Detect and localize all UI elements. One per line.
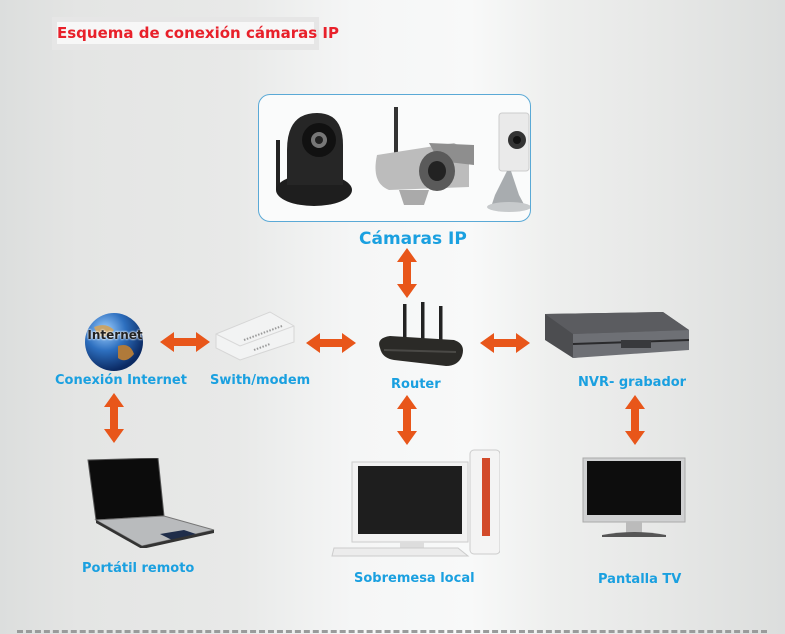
node-nvr (543, 310, 691, 366)
label-nvr: NVR- grabador (578, 375, 687, 390)
node-laptop (86, 457, 216, 552)
desktop-icon (331, 449, 501, 557)
arrow-router-nvr (480, 333, 530, 353)
globe-icon (85, 313, 143, 371)
label-internet: Conexión Internet (55, 373, 187, 388)
dome-camera-icon (276, 113, 352, 206)
ip-cameras-icon (276, 107, 531, 212)
arrow-switch-router (306, 333, 356, 353)
nvr-icon (545, 312, 690, 358)
laptop-icon (87, 457, 215, 549)
arrow-cameras-router (397, 248, 417, 298)
bottom-divider (17, 630, 767, 633)
label-router: Router (391, 377, 441, 392)
label-cameras: Cámaras IP (359, 229, 467, 249)
arrow-internet-laptop (104, 393, 124, 443)
cameras-frame (258, 94, 531, 222)
node-router (376, 300, 468, 374)
internet-badge: Internet (87, 328, 143, 342)
arrow-nvr-tv (625, 395, 645, 445)
arrow-internet-switch (160, 332, 210, 352)
node-tv (582, 457, 686, 541)
modem-icon (215, 311, 295, 361)
label-desktop: Sobremesa local (354, 571, 475, 586)
arrow-router-desktop (397, 395, 417, 445)
monitor-icon (582, 457, 686, 537)
node-switch (212, 306, 296, 366)
cube-camera-icon (487, 112, 531, 212)
label-laptop: Portátil remoto (82, 561, 195, 576)
bullet-camera-icon (375, 107, 474, 205)
node-desktop (328, 448, 501, 562)
label-tv: Pantalla TV (598, 572, 682, 587)
diagram-title: Esquema de conexión cámaras IP (57, 22, 339, 44)
label-switch: Swith/modem (210, 373, 311, 388)
router-icon (379, 302, 463, 366)
node-internet: Internet (84, 312, 146, 376)
